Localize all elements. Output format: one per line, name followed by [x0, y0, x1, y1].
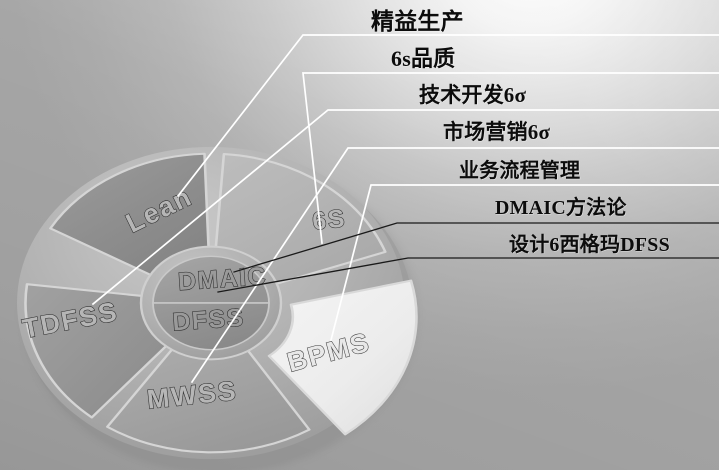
segment-label-6s: 6S — [311, 204, 348, 235]
callout-label-dmaic[interactable]: DMAIC方法论 — [495, 197, 627, 219]
wheel-disc — [17, 146, 418, 469]
leader-line-mwss — [190, 147, 719, 384]
hub-top-half[interactable] — [152, 255, 270, 304]
callout-label-6s[interactable]: 6s品质 — [391, 46, 456, 71]
leader-line-dmaic — [233, 222, 719, 273]
callout-label-lean[interactable]: 精益生产 — [371, 9, 464, 34]
callout-label-bpms[interactable]: 业务流程管理 — [459, 160, 581, 182]
hub-bottom-half[interactable] — [152, 302, 270, 351]
leader-line-6s — [302, 72, 719, 244]
leader-line-bpms — [329, 184, 719, 342]
leader-line-tdfss — [91, 109, 719, 306]
callout-label-mwss[interactable]: 市场营销6σ — [443, 120, 551, 144]
leader-line-dfss — [217, 257, 719, 293]
callout-label-tdfss[interactable]: 技术开发6σ — [419, 83, 527, 107]
segment-bpms[interactable] — [267, 279, 418, 436]
callout-label-dfss[interactable]: 设计6西格玛DFSS — [509, 234, 670, 256]
leader-line-lean — [176, 34, 719, 198]
